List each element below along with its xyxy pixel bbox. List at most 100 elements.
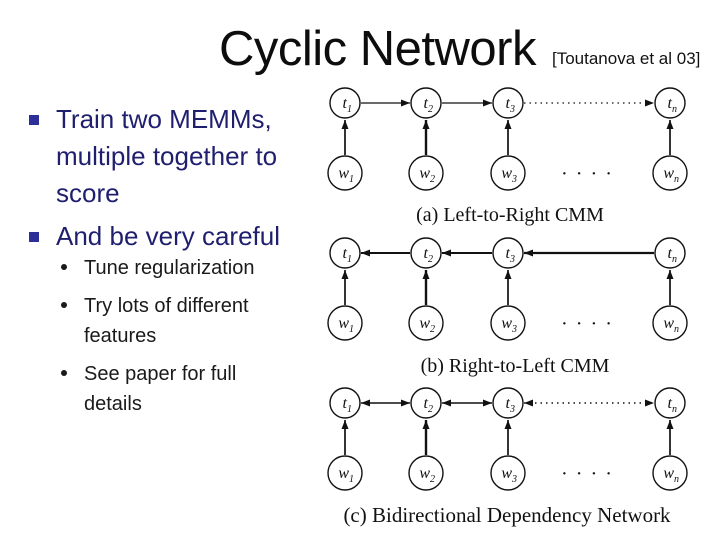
w1-node-label: w <box>338 315 349 332</box>
w3-node-circle <box>490 305 526 341</box>
w3-node-label: w <box>501 315 512 332</box>
w3-node-subscript: 3 <box>511 324 517 335</box>
wn-node-circle <box>652 155 688 191</box>
t2-node-label: t <box>424 395 429 412</box>
t1-node-circle <box>329 237 361 269</box>
ellipsis-dots: · · · · <box>562 316 614 332</box>
sub-bullet-list: Tune regularization Try lots of differen… <box>61 253 295 427</box>
t3-node-subscript: 3 <box>509 104 515 115</box>
t2-node-label: t <box>424 245 429 262</box>
wn-node-label: w <box>663 315 674 332</box>
w1-node-subscript: 1 <box>349 174 354 185</box>
w3-node-subscript: 3 <box>511 474 517 485</box>
wn-node-subscript: n <box>674 174 679 185</box>
w1-node-subscript: 1 <box>349 324 354 335</box>
t2-node-label: t <box>424 95 429 112</box>
t1-node-subscript: 1 <box>347 404 352 415</box>
sub-bullet-text: Try lots of different features <box>84 295 249 347</box>
w2-node-label: w <box>419 165 430 182</box>
t3-node-subscript: 3 <box>509 254 515 265</box>
w3-node-circle <box>490 155 526 191</box>
t1-node-label: t <box>343 395 348 412</box>
t2-node-circle <box>410 387 442 419</box>
t3-node-subscript: 3 <box>509 404 515 415</box>
wn-node-subscript: n <box>674 324 679 335</box>
t3-node-label: t <box>506 245 511 262</box>
bullet-dot-icon <box>61 264 67 270</box>
tn-node-subscript: n <box>672 254 677 265</box>
t2-node-circle <box>410 87 442 119</box>
t2-node-circle <box>410 237 442 269</box>
w2-node-subscript: 2 <box>430 174 435 185</box>
w2-node-label: w <box>419 315 430 332</box>
wn-node-circle <box>652 305 688 341</box>
t2-node-subscript: 2 <box>428 254 433 265</box>
bullet-square-icon <box>29 232 39 242</box>
w2-node-circle <box>408 155 444 191</box>
w1-node-circle <box>327 155 363 191</box>
ellipsis-dots: · · · · <box>562 466 614 482</box>
bullet-text: And be very careful <box>56 221 281 251</box>
w2-node-subscript: 2 <box>430 474 435 485</box>
t1-node-subscript: 1 <box>347 104 352 115</box>
list-item: Train two MEMMs, multiple together to sc… <box>29 101 291 212</box>
wn-node-label: w <box>663 165 674 182</box>
caption-b: (b) Right-to-Left CMM <box>421 355 610 377</box>
page-title: Cyclic Network <box>219 22 536 76</box>
w3-node-circle <box>490 455 526 491</box>
bullet-dot-icon <box>61 370 67 376</box>
t3-node-label: t <box>506 95 511 112</box>
t1-node-subscript: 1 <box>347 254 352 265</box>
t2-node-subscript: 2 <box>428 104 433 115</box>
tn-node-label: t <box>668 395 673 412</box>
caption-c: (c) Bidirectional Dependency Network <box>343 503 671 527</box>
w3-node-label: w <box>501 465 512 482</box>
tn-node-circle <box>654 87 686 119</box>
sub-bullet-text: Tune regularization <box>84 257 255 279</box>
bullet-text: Train two MEMMs, multiple together to sc… <box>56 104 278 208</box>
t3-node-label: t <box>506 395 511 412</box>
wn-node-circle <box>652 455 688 491</box>
ellipsis-dots: · · · · <box>562 166 614 182</box>
wn-node-subscript: n <box>674 474 679 485</box>
t3-node-circle <box>492 387 524 419</box>
t1-node-circle <box>329 387 361 419</box>
tn-node-circle <box>654 237 686 269</box>
tn-node-subscript: n <box>672 104 677 115</box>
list-item: See paper for full details <box>61 359 295 419</box>
w2-node-circle <box>408 455 444 491</box>
list-item: And be very careful <box>29 218 291 255</box>
w1-node-label: w <box>338 165 349 182</box>
list-item: Try lots of different features <box>61 291 295 351</box>
t1-node-label: t <box>343 95 348 112</box>
t1-node-label: t <box>343 245 348 262</box>
w1-node-circle <box>327 455 363 491</box>
w2-node-subscript: 2 <box>430 324 435 335</box>
w3-node-label: w <box>501 165 512 182</box>
w1-node-label: w <box>338 465 349 482</box>
sub-bullet-text: See paper for full details <box>84 363 237 415</box>
t2-node-subscript: 2 <box>428 404 433 415</box>
tn-node-circle <box>654 387 686 419</box>
tn-node-label: t <box>668 95 673 112</box>
w2-node-circle <box>408 305 444 341</box>
t3-node-circle <box>492 87 524 119</box>
bullet-list: Train two MEMMs, multiple together to sc… <box>29 101 291 255</box>
citation: [Toutanova et al 03] <box>552 49 701 68</box>
tn-node-label: t <box>668 245 673 262</box>
w3-node-subscript: 3 <box>511 174 517 185</box>
t1-node-circle <box>329 87 361 119</box>
wn-node-label: w <box>663 465 674 482</box>
tn-node-subscript: n <box>672 404 677 415</box>
t3-node-circle <box>492 237 524 269</box>
w1-node-subscript: 1 <box>349 474 354 485</box>
caption-a: (a) Left-to-Right CMM <box>416 204 604 226</box>
bullet-square-icon <box>29 115 39 125</box>
list-item: Tune regularization <box>61 253 295 283</box>
